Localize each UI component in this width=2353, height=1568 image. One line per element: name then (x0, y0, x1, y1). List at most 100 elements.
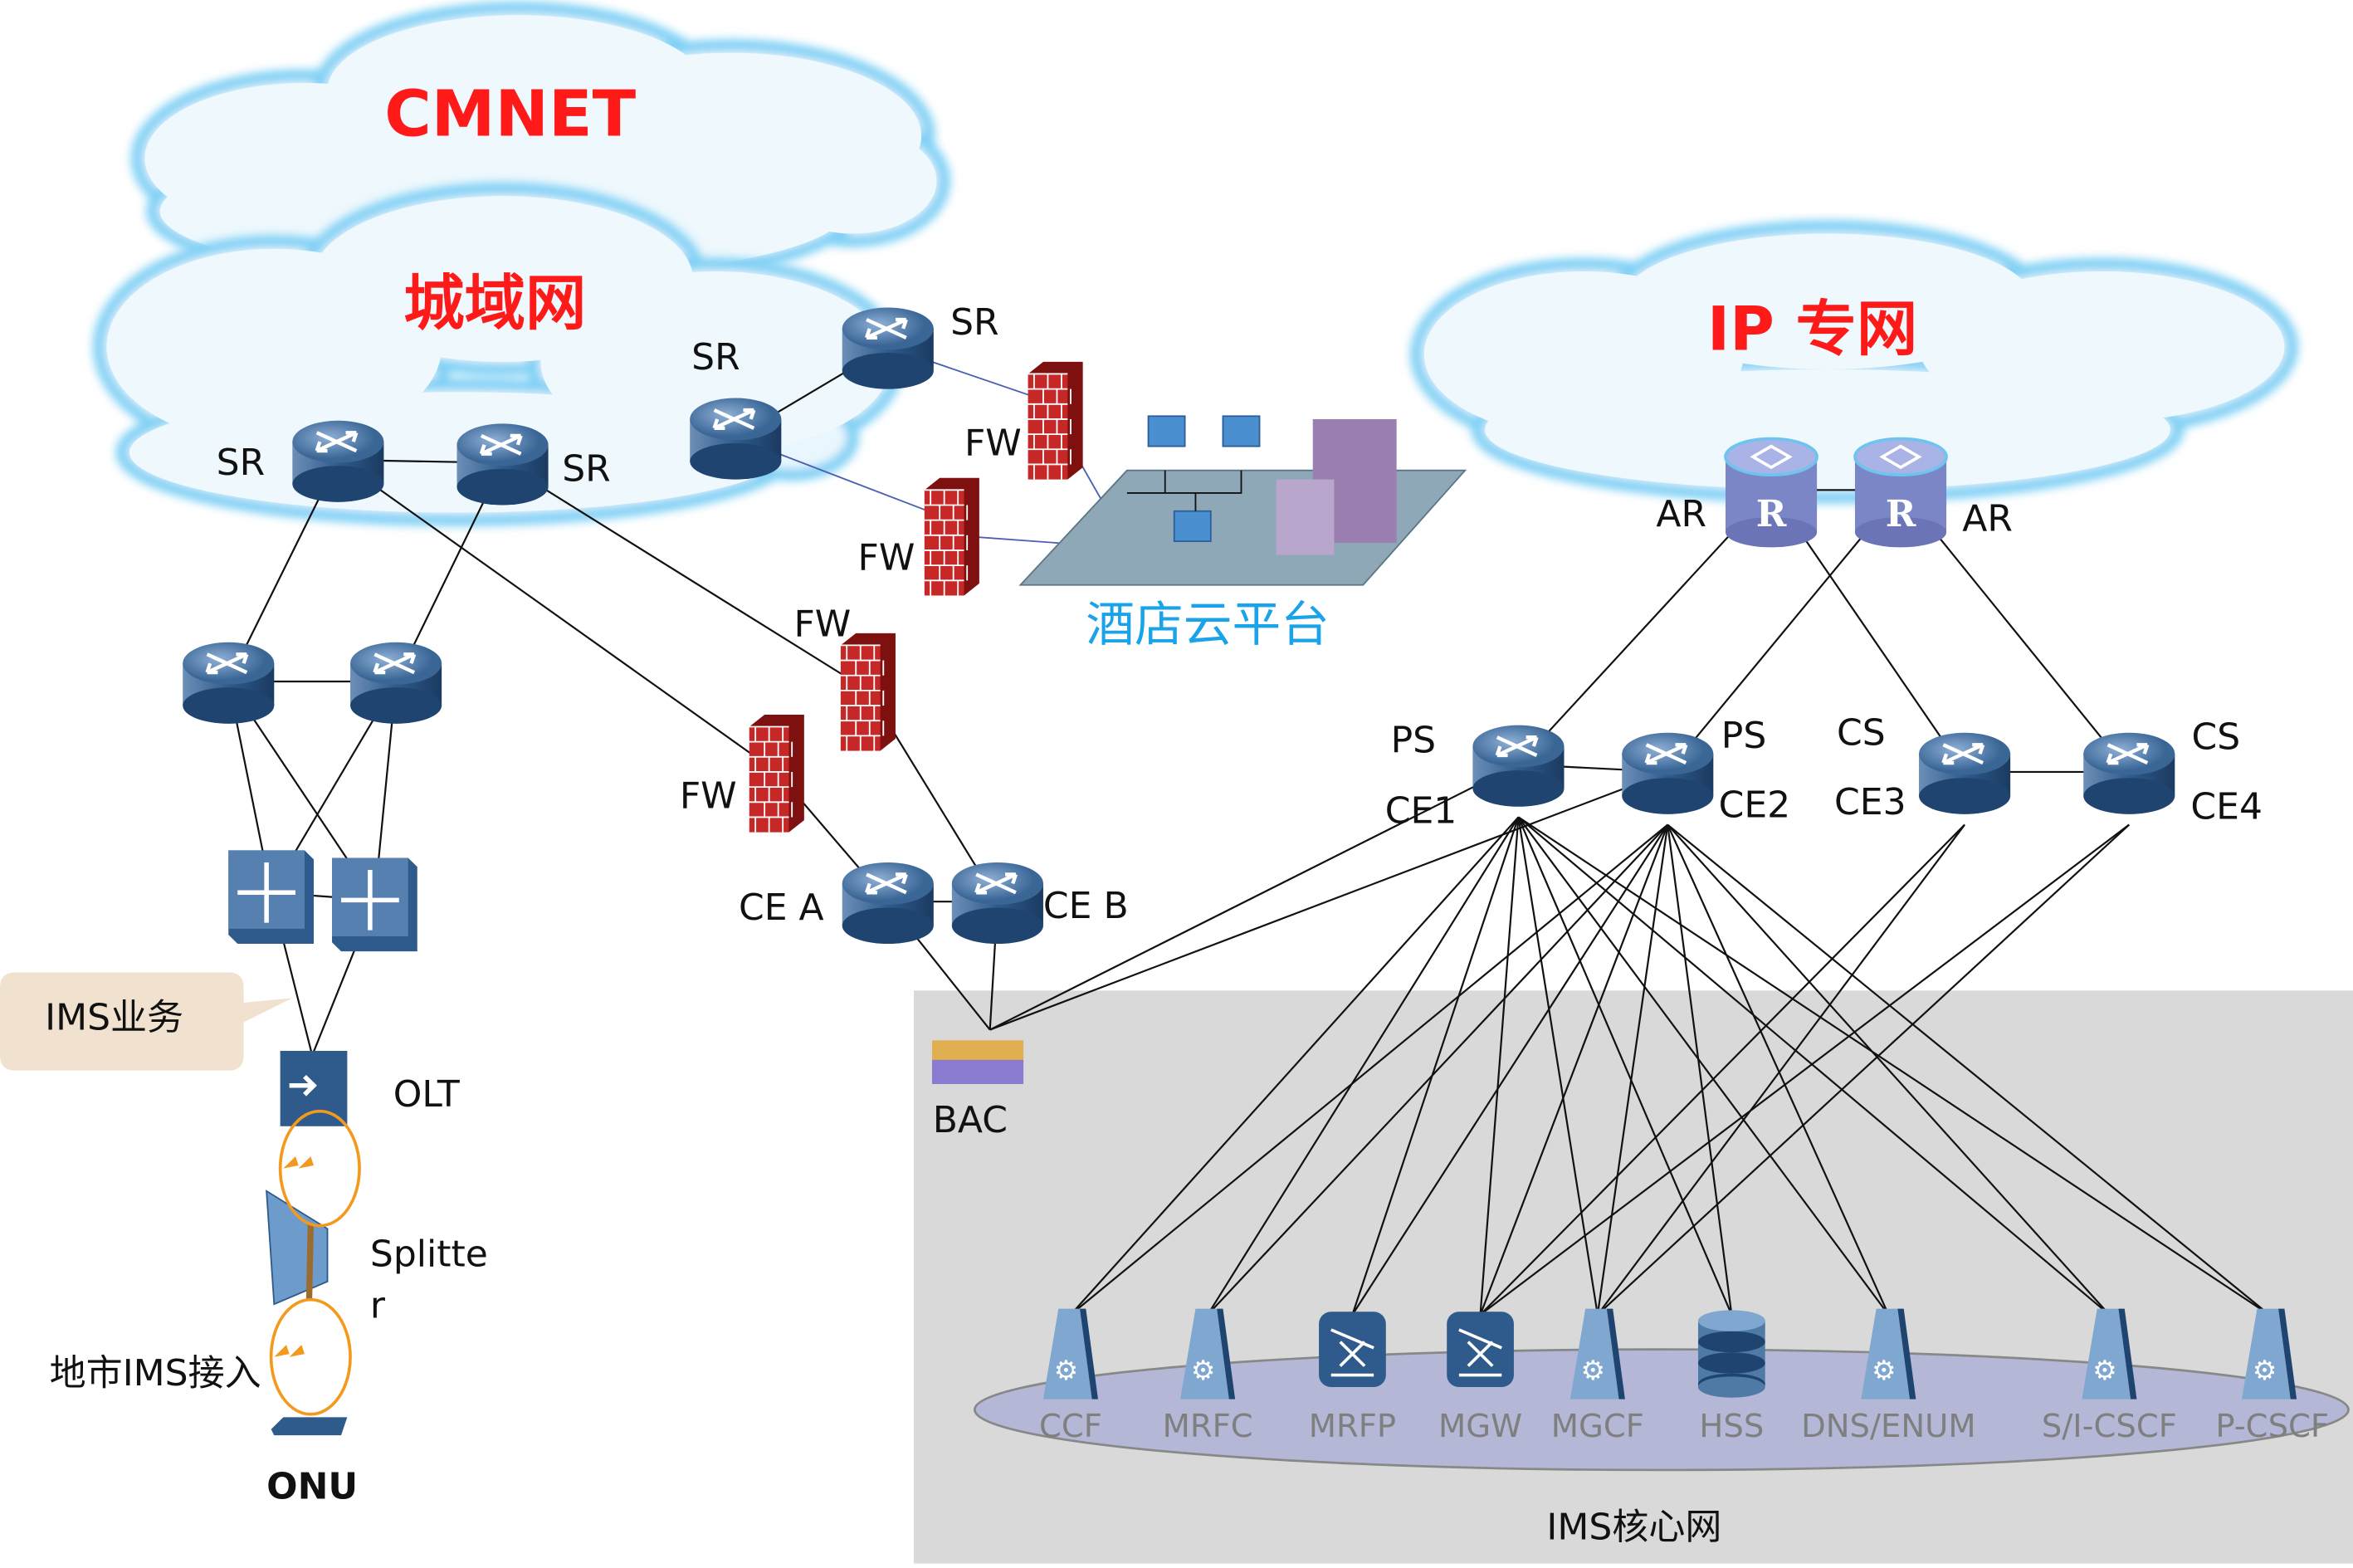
switch-1-icon (228, 850, 314, 945)
ims-core-area (913, 990, 2353, 1564)
hotel-cloud-platform-icon (1018, 415, 1467, 586)
label-bac: BAC (933, 1099, 1008, 1141)
label-ce1: CE1 (1385, 790, 1457, 833)
router-letter: R (1756, 493, 1787, 535)
optical-fiber-icon (278, 1109, 361, 1228)
access-router-ar2-icon: R (1853, 437, 1948, 548)
label-ar1: AR (1656, 493, 1706, 535)
label-ceb: CE B (1043, 885, 1129, 927)
label-olt: OLT (393, 1073, 460, 1116)
ims-device-label: P-CSCF (2215, 1408, 2329, 1445)
access-router-ar1-icon: R (1724, 437, 1818, 548)
fiber-link (305, 1224, 314, 1300)
cloud-title-cmnet: CMNET (384, 78, 636, 152)
label-ce3_role: CS (1837, 711, 1886, 754)
link-sr1-fw4 (337, 459, 778, 773)
ims-device-label: DNS/ENUM (1801, 1408, 1976, 1445)
link-ce2-d7 (1667, 823, 2111, 1316)
gear-glyph: ⚙ (1054, 1354, 1079, 1386)
ims-device-hss-database-icon (1697, 1310, 1765, 1398)
link-ce4-d4 (1597, 823, 2131, 1316)
router-sr3-icon (690, 398, 782, 480)
label-fw3: FW (793, 603, 851, 646)
ims-device-label: MGCF (1551, 1408, 1644, 1445)
link-ce1-d3 (1479, 817, 1520, 1315)
label-cea: CE A (739, 887, 824, 929)
ims-device-label: CCF (1039, 1408, 1102, 1445)
firewall-fw2-icon (924, 477, 979, 596)
link-ce1-d7 (1517, 816, 2111, 1316)
access-label: 地市IMS接入 (50, 1352, 261, 1395)
label-ce1_role: PS (1391, 720, 1436, 762)
router-sr1-icon (292, 420, 384, 502)
link-ce2-d8 (1667, 823, 2270, 1316)
router-cea-icon (842, 862, 934, 945)
olt-icon (280, 1050, 348, 1126)
label-splitter-wrap: r (370, 1285, 385, 1327)
router-ce4-icon (2083, 732, 2175, 814)
gear-glyph: ⚙ (2253, 1354, 2277, 1386)
firewall-fw3-icon (840, 633, 896, 751)
link-ce2-d6 (1667, 824, 1890, 1316)
callout-text: IMS业务 (45, 997, 183, 1039)
link-ce1-d5 (1517, 817, 1733, 1316)
nodes-layer: R R ⚙ ⚙ ⚙ ⚙ ⚙ ⚙ (183, 307, 2297, 1436)
ims-device-dnsenum-server-gear-icon: ⚙ (1861, 1308, 1916, 1399)
label-sr2: SR (562, 448, 611, 491)
firewall-fw1-icon (1028, 361, 1083, 480)
ims-device-label: MRFP (1309, 1408, 1396, 1445)
cloud-title-metro: 城域网 (403, 269, 586, 339)
router-m2-icon (350, 642, 442, 724)
link-ce1-d8 (1517, 816, 2270, 1316)
router-ce1-icon (1472, 725, 1565, 807)
labels-layer: CCF MRFC MRFP MGW MGCF HSS DNS/ENUM S/I-CSCF P-C… (45, 78, 2329, 1549)
router-ce3-icon (1919, 732, 2011, 814)
router-sr2-icon (456, 423, 549, 506)
cloud-ip-private (1410, 220, 2298, 504)
ims-device-mrfc-server-gear-icon: ⚙ (1180, 1308, 1236, 1399)
link-ce1-d4 (1517, 817, 1599, 1316)
link-bac-ce2 (989, 770, 1668, 1031)
ims-core-ellipse (973, 1348, 2350, 1472)
splitter-icon (266, 1189, 329, 1306)
link-ce2-d5 (1667, 824, 1733, 1315)
gear-glyph: ⚙ (2092, 1354, 2117, 1386)
link-ce1-d1 (1207, 816, 1520, 1316)
label-ce3: CE3 (1834, 781, 1906, 823)
router-m1-icon (183, 642, 275, 724)
gear-glyph: ⚙ (1581, 1354, 1606, 1386)
ims-service-callout (0, 972, 293, 1071)
switch-2-icon (332, 857, 417, 952)
ims-device-label: S/I-CSCF (2042, 1408, 2177, 1445)
label-sr1: SR (217, 442, 266, 484)
link-bac-ce1 (989, 763, 1519, 1031)
link-ce1-d6 (1517, 816, 1890, 1316)
ims-device-label: MGW (1438, 1408, 1522, 1445)
ims-device-mgw-media-gateway-icon (1447, 1312, 1514, 1388)
label-splitter: Splitte (370, 1233, 488, 1276)
link-ce2-d3 (1479, 824, 1669, 1316)
router-ce2-icon (1622, 732, 1714, 814)
bac-server-icon (931, 1040, 1024, 1084)
router-ceb-icon (951, 862, 1043, 945)
onu-icon (271, 1417, 348, 1436)
label-sr4: SR (950, 301, 999, 344)
ims-device-label: MRFC (1163, 1408, 1253, 1445)
link-ce2-d2 (1351, 823, 1669, 1316)
ims-device-label: HSS (1699, 1408, 1764, 1445)
ims-device-pcscf-server-gear-icon: ⚙ (2242, 1308, 2297, 1399)
link-ce3-d4 (1596, 823, 1965, 1316)
label-ce2_role: PS (1721, 715, 1766, 757)
optical-fiber-icon (269, 1297, 352, 1416)
label-ce2: CE2 (1719, 784, 1791, 827)
label-ar2: AR (1962, 498, 2013, 540)
ims-device-ccf-server-gear-icon: ⚙ (1042, 1308, 1098, 1399)
router-letter: R (1886, 493, 1916, 535)
link-sr2-fw3 (501, 462, 869, 691)
label-ce4_role: CS (2192, 716, 2241, 759)
link-ce2-d4 (1596, 824, 1669, 1316)
ims-core-title: IMS核心网 (1546, 1507, 1721, 1549)
link-ce1-d2 (1351, 817, 1520, 1316)
